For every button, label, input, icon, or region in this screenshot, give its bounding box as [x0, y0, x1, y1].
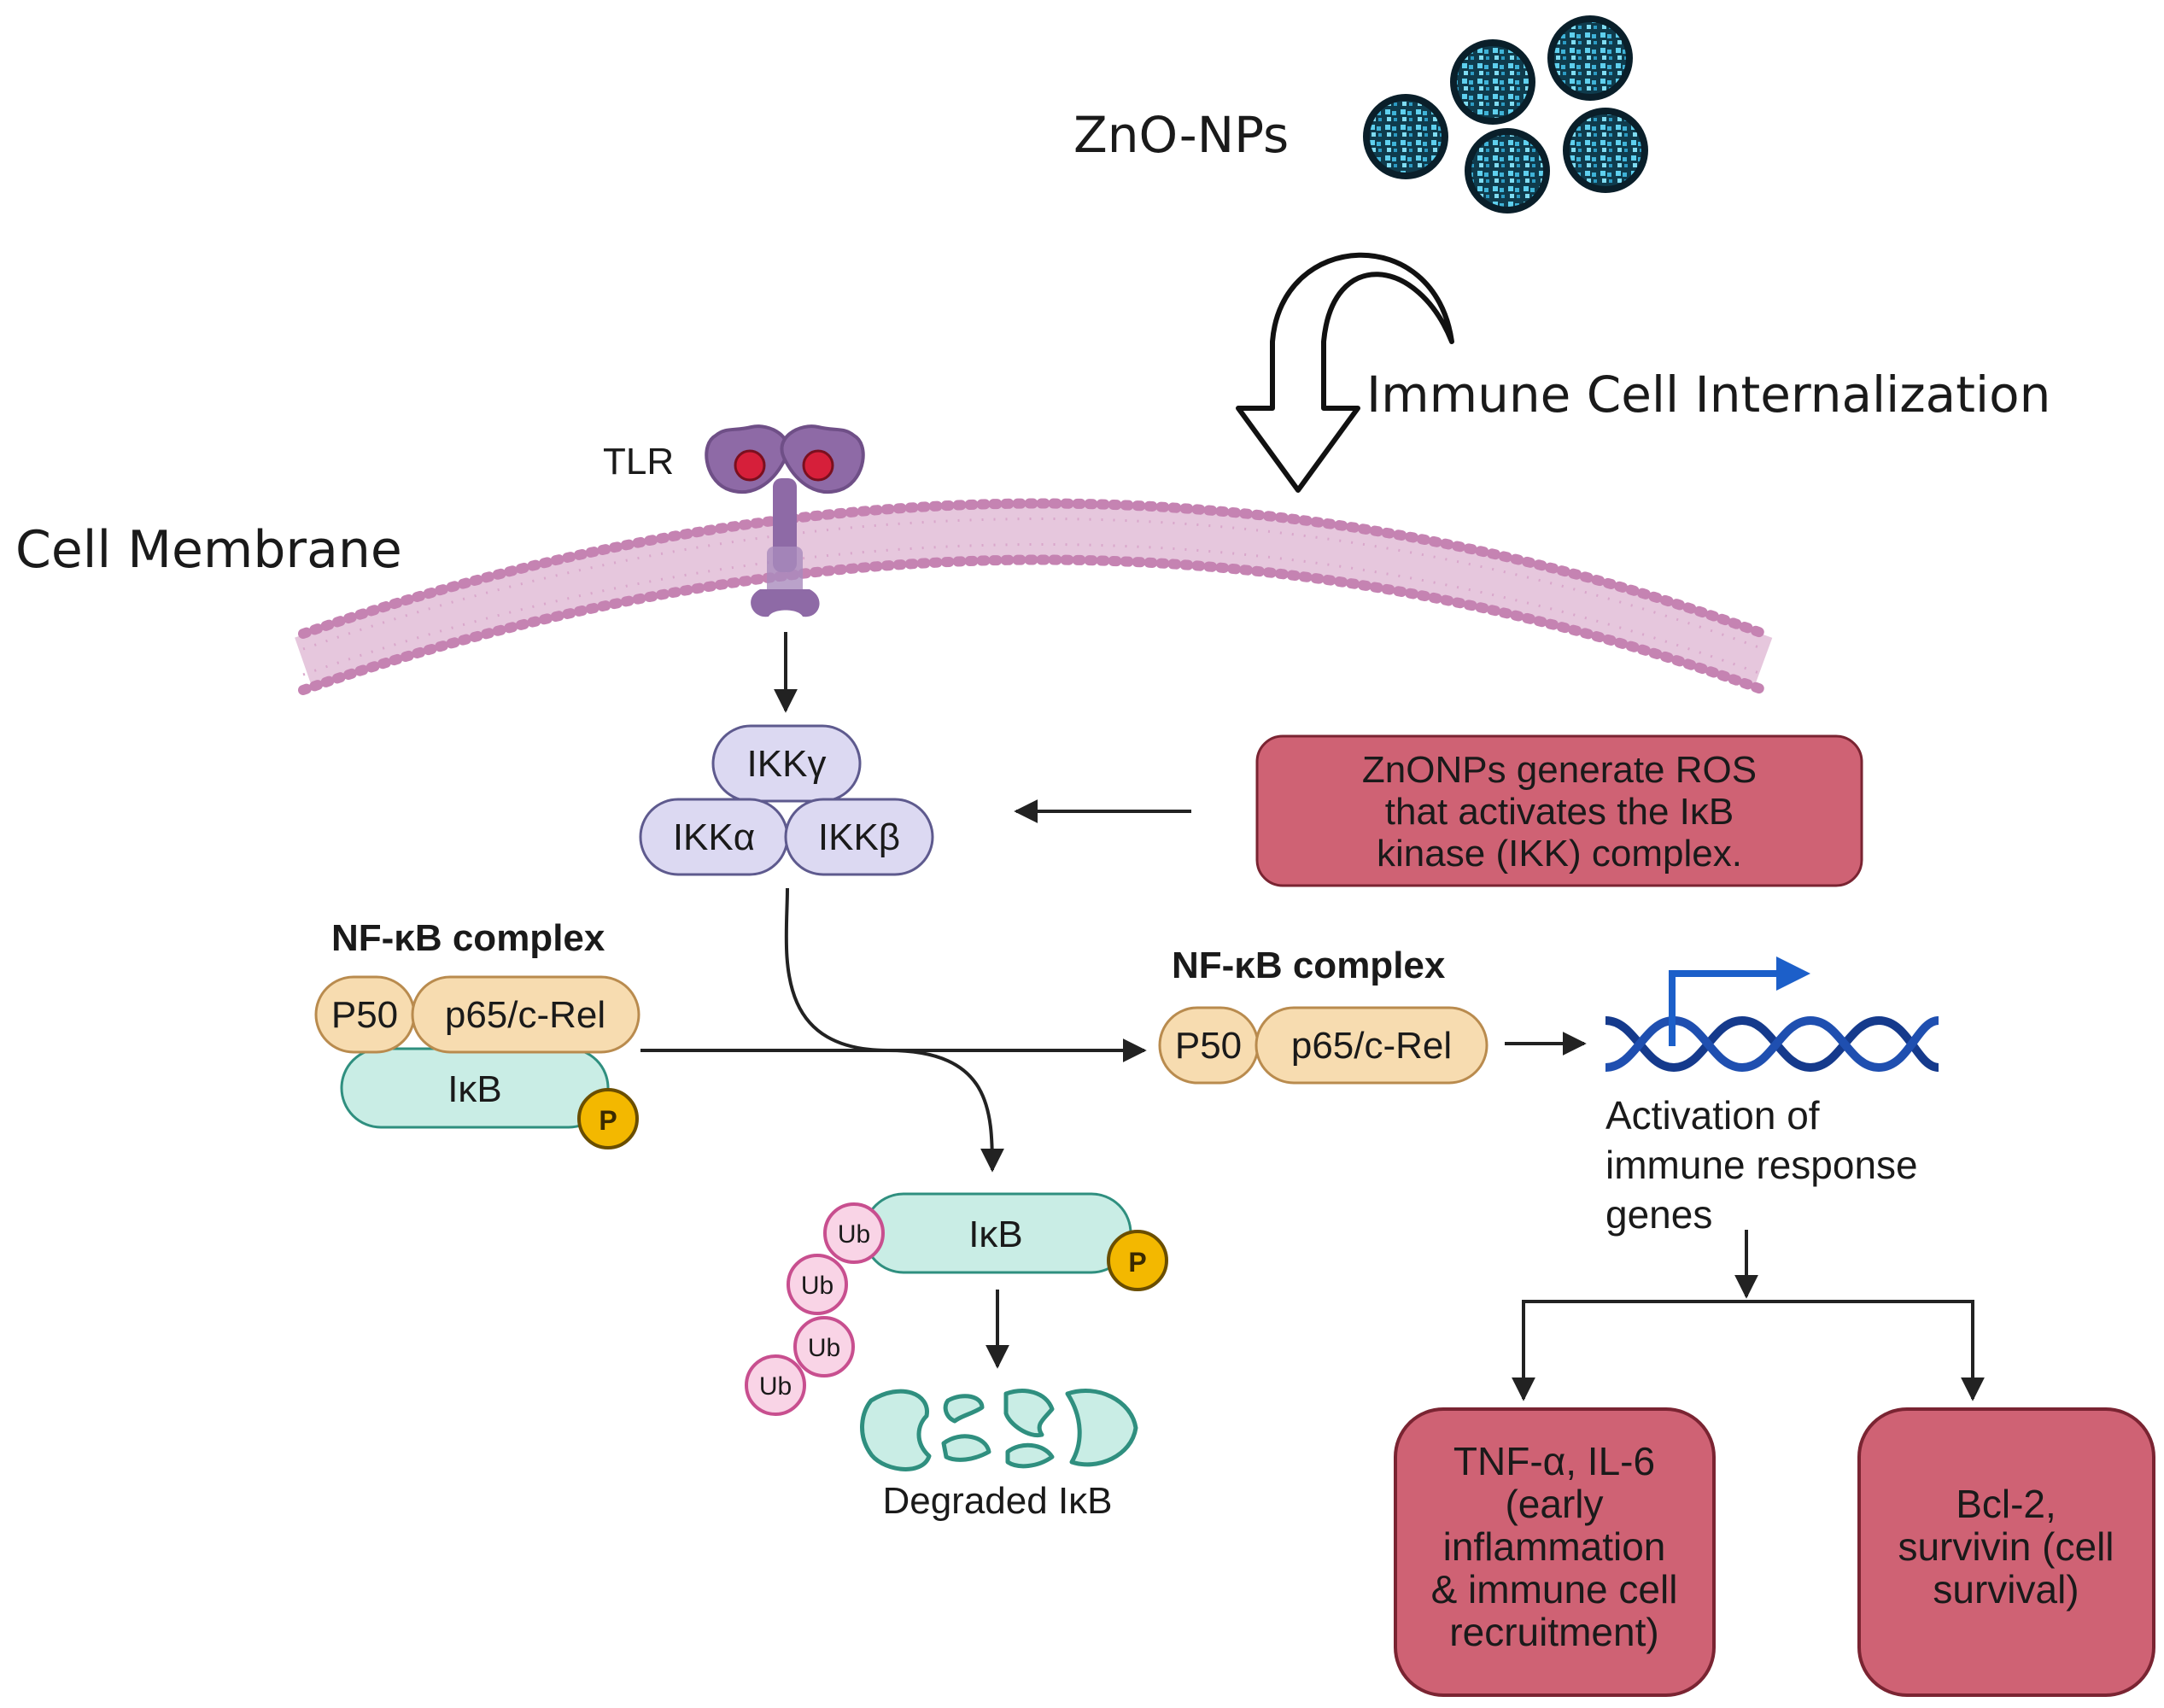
ub-icon [787, 1254, 848, 1315]
ikk-gamma-label: IKKγ [747, 743, 827, 785]
branch-connector [1512, 1300, 1985, 1401]
p65-left [411, 975, 640, 1054]
ros-box [1255, 734, 1863, 887]
ros-text-2: that activates the IκB [1385, 791, 1734, 833]
tlr-receptor [705, 424, 865, 617]
ikk-gamma [711, 724, 862, 803]
ikb-ub-label: IκB [968, 1214, 1023, 1255]
out2-text-3: survival) [1933, 1567, 2079, 1611]
promoter-arrow-icon [1669, 956, 1810, 1046]
degraded-label: Degraded IκB [882, 1480, 1112, 1522]
ikk-alpha-label: IKKα [673, 816, 755, 858]
nfkb-title-left: NF-κB complex [331, 917, 605, 959]
ikk-beta-label: IKKβ [818, 816, 900, 858]
out2-text-1: Bcl-2, [1956, 1482, 2056, 1526]
degraded-ikb-fragments [860, 1389, 1138, 1471]
nanoparticle-cluster [1363, 15, 1648, 214]
output-box-survival [1857, 1407, 2155, 1697]
internalization-arrow [1236, 252, 1454, 493]
phospho-left-label: P [599, 1105, 617, 1136]
out1-text-3: inflammation [1443, 1524, 1666, 1569]
nanoparticle [1547, 15, 1633, 101]
ub-icon [745, 1354, 806, 1416]
nanoparticle [1563, 108, 1648, 193]
nanoparticle [1465, 128, 1550, 214]
ub-label: Ub [838, 1220, 870, 1249]
out1-text-2: (early [1505, 1482, 1603, 1526]
ros-text-1: ZnONPs generate ROS [1362, 749, 1757, 791]
p65-right-label: p65/c-Rel [1291, 1025, 1452, 1067]
arrow-ikk-to-ikb [784, 887, 1004, 1173]
out2-text-2: survivin (cell [1898, 1524, 2114, 1569]
ub-label: Ub [759, 1372, 792, 1401]
cell-membrane [295, 498, 1773, 695]
ikk-beta [784, 798, 934, 876]
internalization-label: Immune Cell Internalization [1366, 366, 2050, 424]
phospho-ub-icon [1107, 1230, 1168, 1291]
dna-icon [1605, 1015, 1939, 1073]
ros-text-3: kinase (IKK) complex. [1377, 833, 1742, 874]
p50-right-label: P50 [1175, 1025, 1242, 1067]
activation-text-2: immune response [1605, 1143, 1918, 1187]
p65-right [1255, 1006, 1488, 1085]
ligand-icon [734, 449, 766, 482]
ub-label: Ub [801, 1272, 833, 1300]
nanoparticles-label: ZnO-NPs [1073, 106, 1289, 164]
activation-text-1: Activation of [1605, 1093, 1820, 1138]
nanoparticle [1363, 94, 1448, 179]
nfkb-title-right: NF-κB complex [1172, 945, 1446, 986]
ligand-icon [802, 449, 834, 482]
phospho-ub-label: P [1128, 1247, 1146, 1278]
tlr-label: TLR [603, 441, 674, 483]
phospho-left-icon [577, 1088, 639, 1149]
ub-icon [793, 1316, 855, 1378]
activation-text-3: genes [1605, 1192, 1712, 1237]
ikk-complex [639, 724, 934, 876]
nanoparticle [1450, 39, 1535, 125]
ub-icon [823, 1202, 885, 1264]
out1-text-4: & immune cell [1431, 1567, 1678, 1611]
p65-left-label: p65/c-Rel [445, 994, 605, 1036]
output-box-inflammation [1394, 1407, 1716, 1697]
out1-text-1: TNF-α, IL-6 [1453, 1439, 1655, 1483]
membrane-label: Cell Membrane [15, 520, 402, 580]
p50-left-label: P50 [331, 994, 398, 1036]
out1-text-5: recruitment) [1449, 1610, 1658, 1654]
ikb-left-label: IκB [447, 1068, 502, 1110]
ub-label: Ub [808, 1334, 840, 1362]
